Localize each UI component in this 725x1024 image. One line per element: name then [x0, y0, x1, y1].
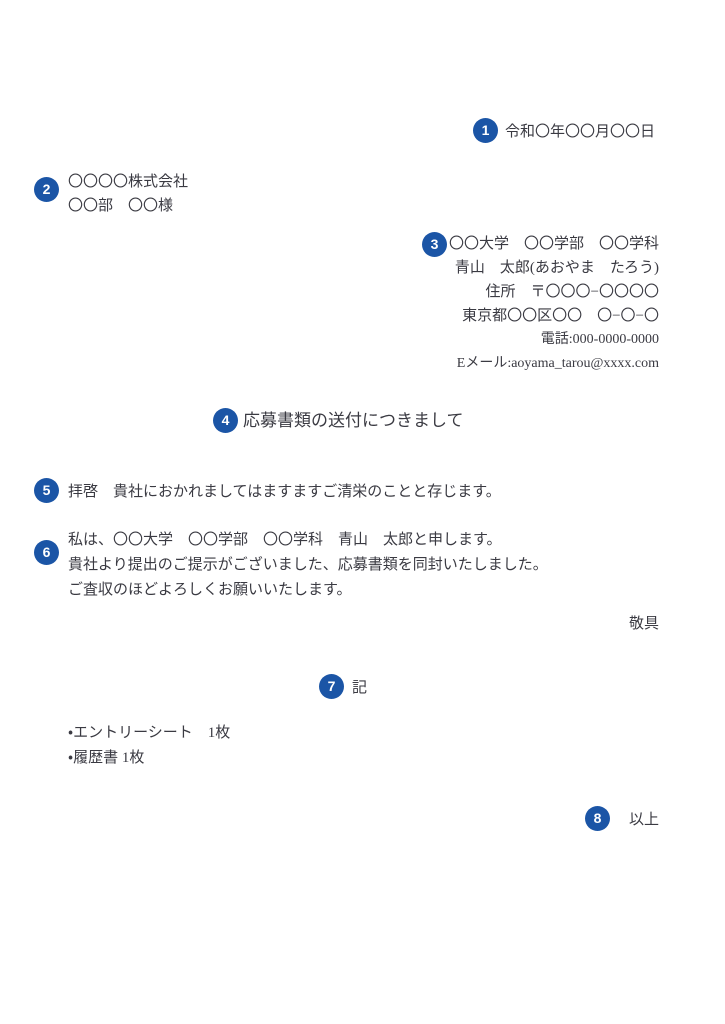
greeting-line: 拝啓 貴社におかれましてはますますご清栄のことと存じます。: [68, 484, 501, 500]
recipient-block: 〇〇〇〇株式会社 〇〇部 〇〇様: [68, 170, 188, 218]
list-item: ・エントリーシート 1枚: [68, 725, 231, 741]
sender-email: Eメール:aoyama_tarou@xxxx.com: [456, 356, 659, 371]
step-badge-8: 8: [585, 806, 610, 831]
sender-name: 青山 太郎(あおやま たろう): [454, 260, 659, 276]
ki-marker: 記: [352, 680, 368, 696]
step-badge-1: 1: [473, 118, 498, 143]
closing-word: 敬具: [628, 616, 659, 632]
body-line: 私は、〇〇大学 〇〇学部 〇〇学科 青山 太郎と申します。: [68, 532, 502, 548]
step-badge-2: 2: [34, 177, 59, 202]
step-badge-4: 4: [213, 408, 238, 433]
list-item: ・履歴書 1枚: [68, 750, 145, 766]
body-line: ご査収のほどよろしくお願いいたします。: [68, 582, 352, 598]
sender-block: 〇〇大学 〇〇学部 〇〇学科 青山 太郎(あおやま たろう) 住所 〒〇〇〇−〇…: [449, 232, 659, 376]
recipient-department-person: 〇〇部 〇〇様: [68, 198, 174, 214]
final-word: 以上: [628, 812, 659, 828]
sender-address: 東京都〇〇区〇〇 〇−〇−〇: [462, 308, 659, 324]
step-badge-6: 6: [34, 540, 59, 565]
sender-postal-code: 住所 〒〇〇〇−〇〇〇〇: [485, 284, 659, 300]
body-block: 私は、〇〇大学 〇〇学部 〇〇学科 青山 太郎と申します。 貴社より提出のご提示…: [68, 528, 548, 603]
sender-phone: 電話:000-0000-0000: [540, 332, 659, 347]
step-badge-5: 5: [34, 478, 59, 503]
body-line: 貴社より提出のご提示がございました、応募書類を同封いたしました。: [68, 557, 548, 573]
step-badge-7: 7: [319, 674, 344, 699]
document-title: 応募書類の送付につきまして: [243, 411, 464, 430]
sender-affiliation: 〇〇大学 〇〇学部 〇〇学科: [448, 236, 659, 252]
enclosure-list: ・エントリーシート 1枚 ・履歴書 1枚: [68, 721, 230, 771]
step-badge-3: 3: [422, 232, 447, 257]
recipient-company: 〇〇〇〇株式会社: [68, 174, 189, 190]
date-line: 令和〇年〇〇月〇〇日: [505, 124, 656, 140]
